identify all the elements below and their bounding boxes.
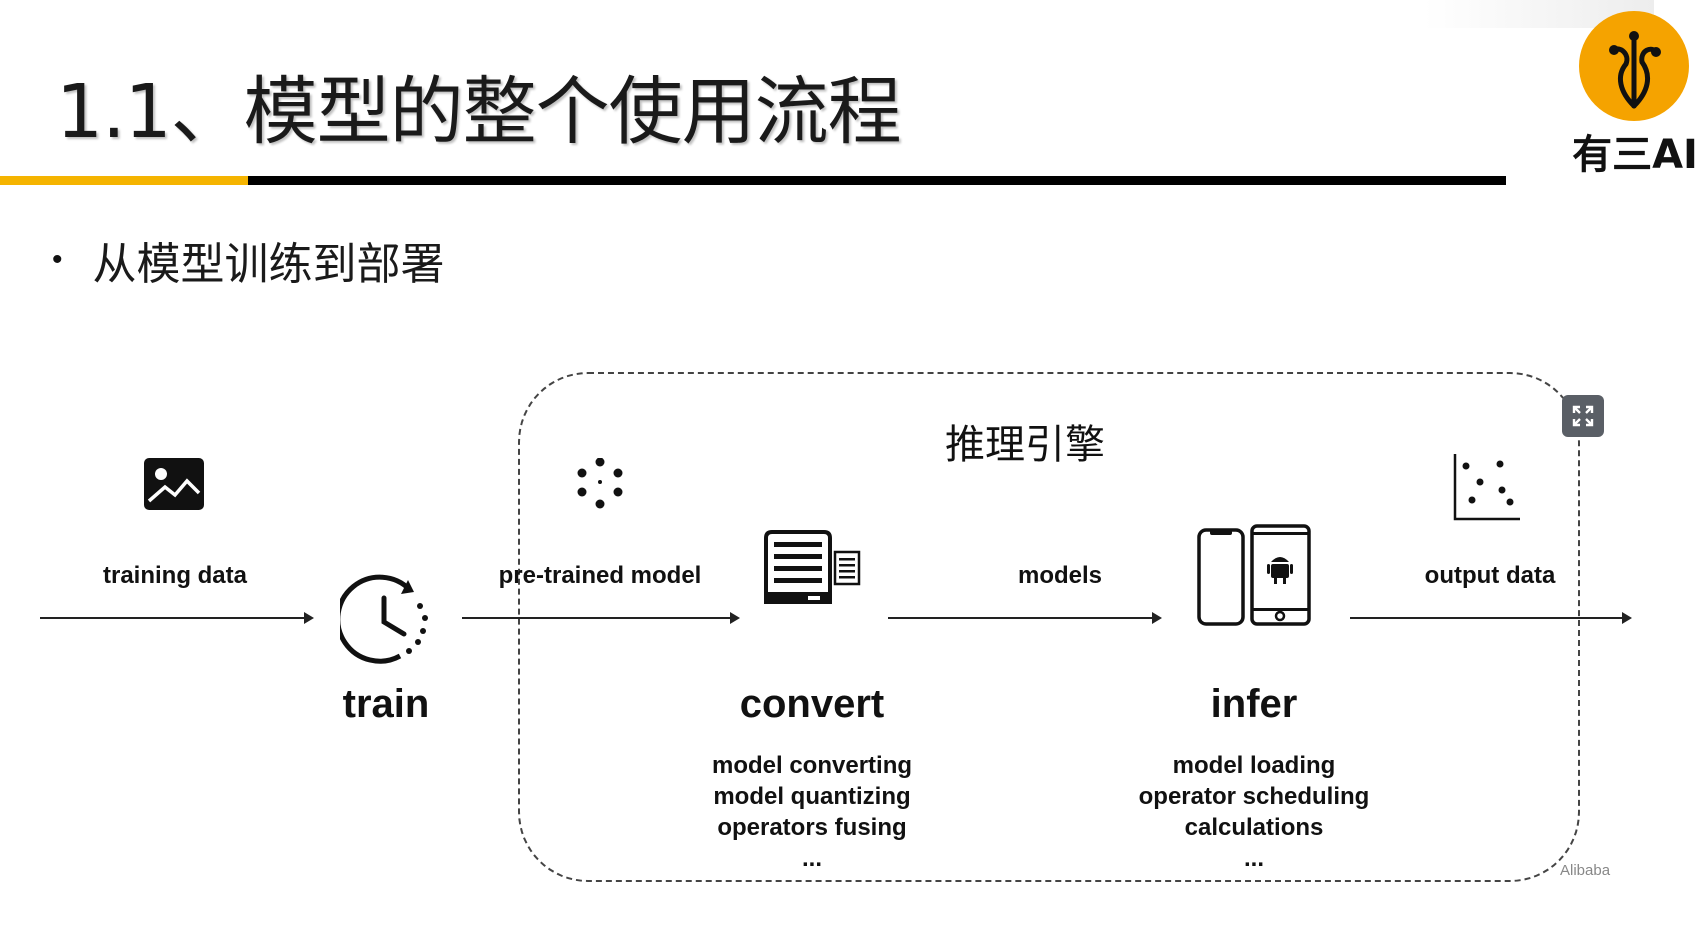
arrow-output-data <box>1350 612 1632 624</box>
stage-train: train <box>342 682 430 726</box>
convert-step: operators fusing <box>717 814 907 841</box>
infer-step: ... <box>1243 845 1264 872</box>
label-models: models <box>1017 562 1103 589</box>
logo-icon <box>1579 11 1689 121</box>
stage-convert: convert <box>739 682 885 726</box>
convert-step: model converting <box>711 752 913 779</box>
inference-engine-label: 推理引擎 <box>945 422 1105 468</box>
slide-title: 1.1、模型的整个使用流程 <box>56 69 902 155</box>
title-rule-accent <box>0 176 248 185</box>
image-icon <box>144 458 204 510</box>
label-training-data: training data <box>102 562 247 589</box>
arrow-models <box>888 612 1162 624</box>
label-output-data: output data <box>1424 562 1556 589</box>
network-nodes-icon <box>577 458 623 509</box>
bullet-text: 从模型训练到部署 <box>92 239 445 290</box>
arrow-pretrained-model <box>462 612 740 624</box>
title-rule <box>248 176 1506 185</box>
infer-step-list: model loading operator scheduling calcul… <box>1114 750 1394 874</box>
convert-step: model quantizing <box>713 783 911 810</box>
infer-step: calculations <box>1184 814 1324 841</box>
expand-icon[interactable] <box>1562 395 1604 437</box>
server-icon <box>764 530 861 604</box>
convert-step: ... <box>801 845 822 872</box>
arrow-training-data <box>40 612 314 624</box>
infer-step: model loading <box>1172 752 1336 779</box>
clock-icon <box>340 574 428 664</box>
scatter-plot-icon <box>1453 454 1520 521</box>
infer-step: operator scheduling <box>1138 783 1370 810</box>
mobile-devices-icon <box>1197 524 1311 626</box>
bullet-dot: • <box>52 243 63 276</box>
label-pretrained-model: pre-trained model <box>498 562 702 589</box>
bullet-item: • 从模型训练到部署 <box>52 228 445 292</box>
logo-text: 有三AI <box>1572 132 1698 178</box>
pipeline-diagram: 推理引擎 training data pre-trained model mod… <box>0 360 1703 900</box>
watermark: Alibaba <box>1560 862 1611 879</box>
inference-engine-region <box>518 372 1580 882</box>
stage-infer: infer <box>1210 682 1298 726</box>
convert-step-list: model converting model quantizing operat… <box>672 750 952 874</box>
